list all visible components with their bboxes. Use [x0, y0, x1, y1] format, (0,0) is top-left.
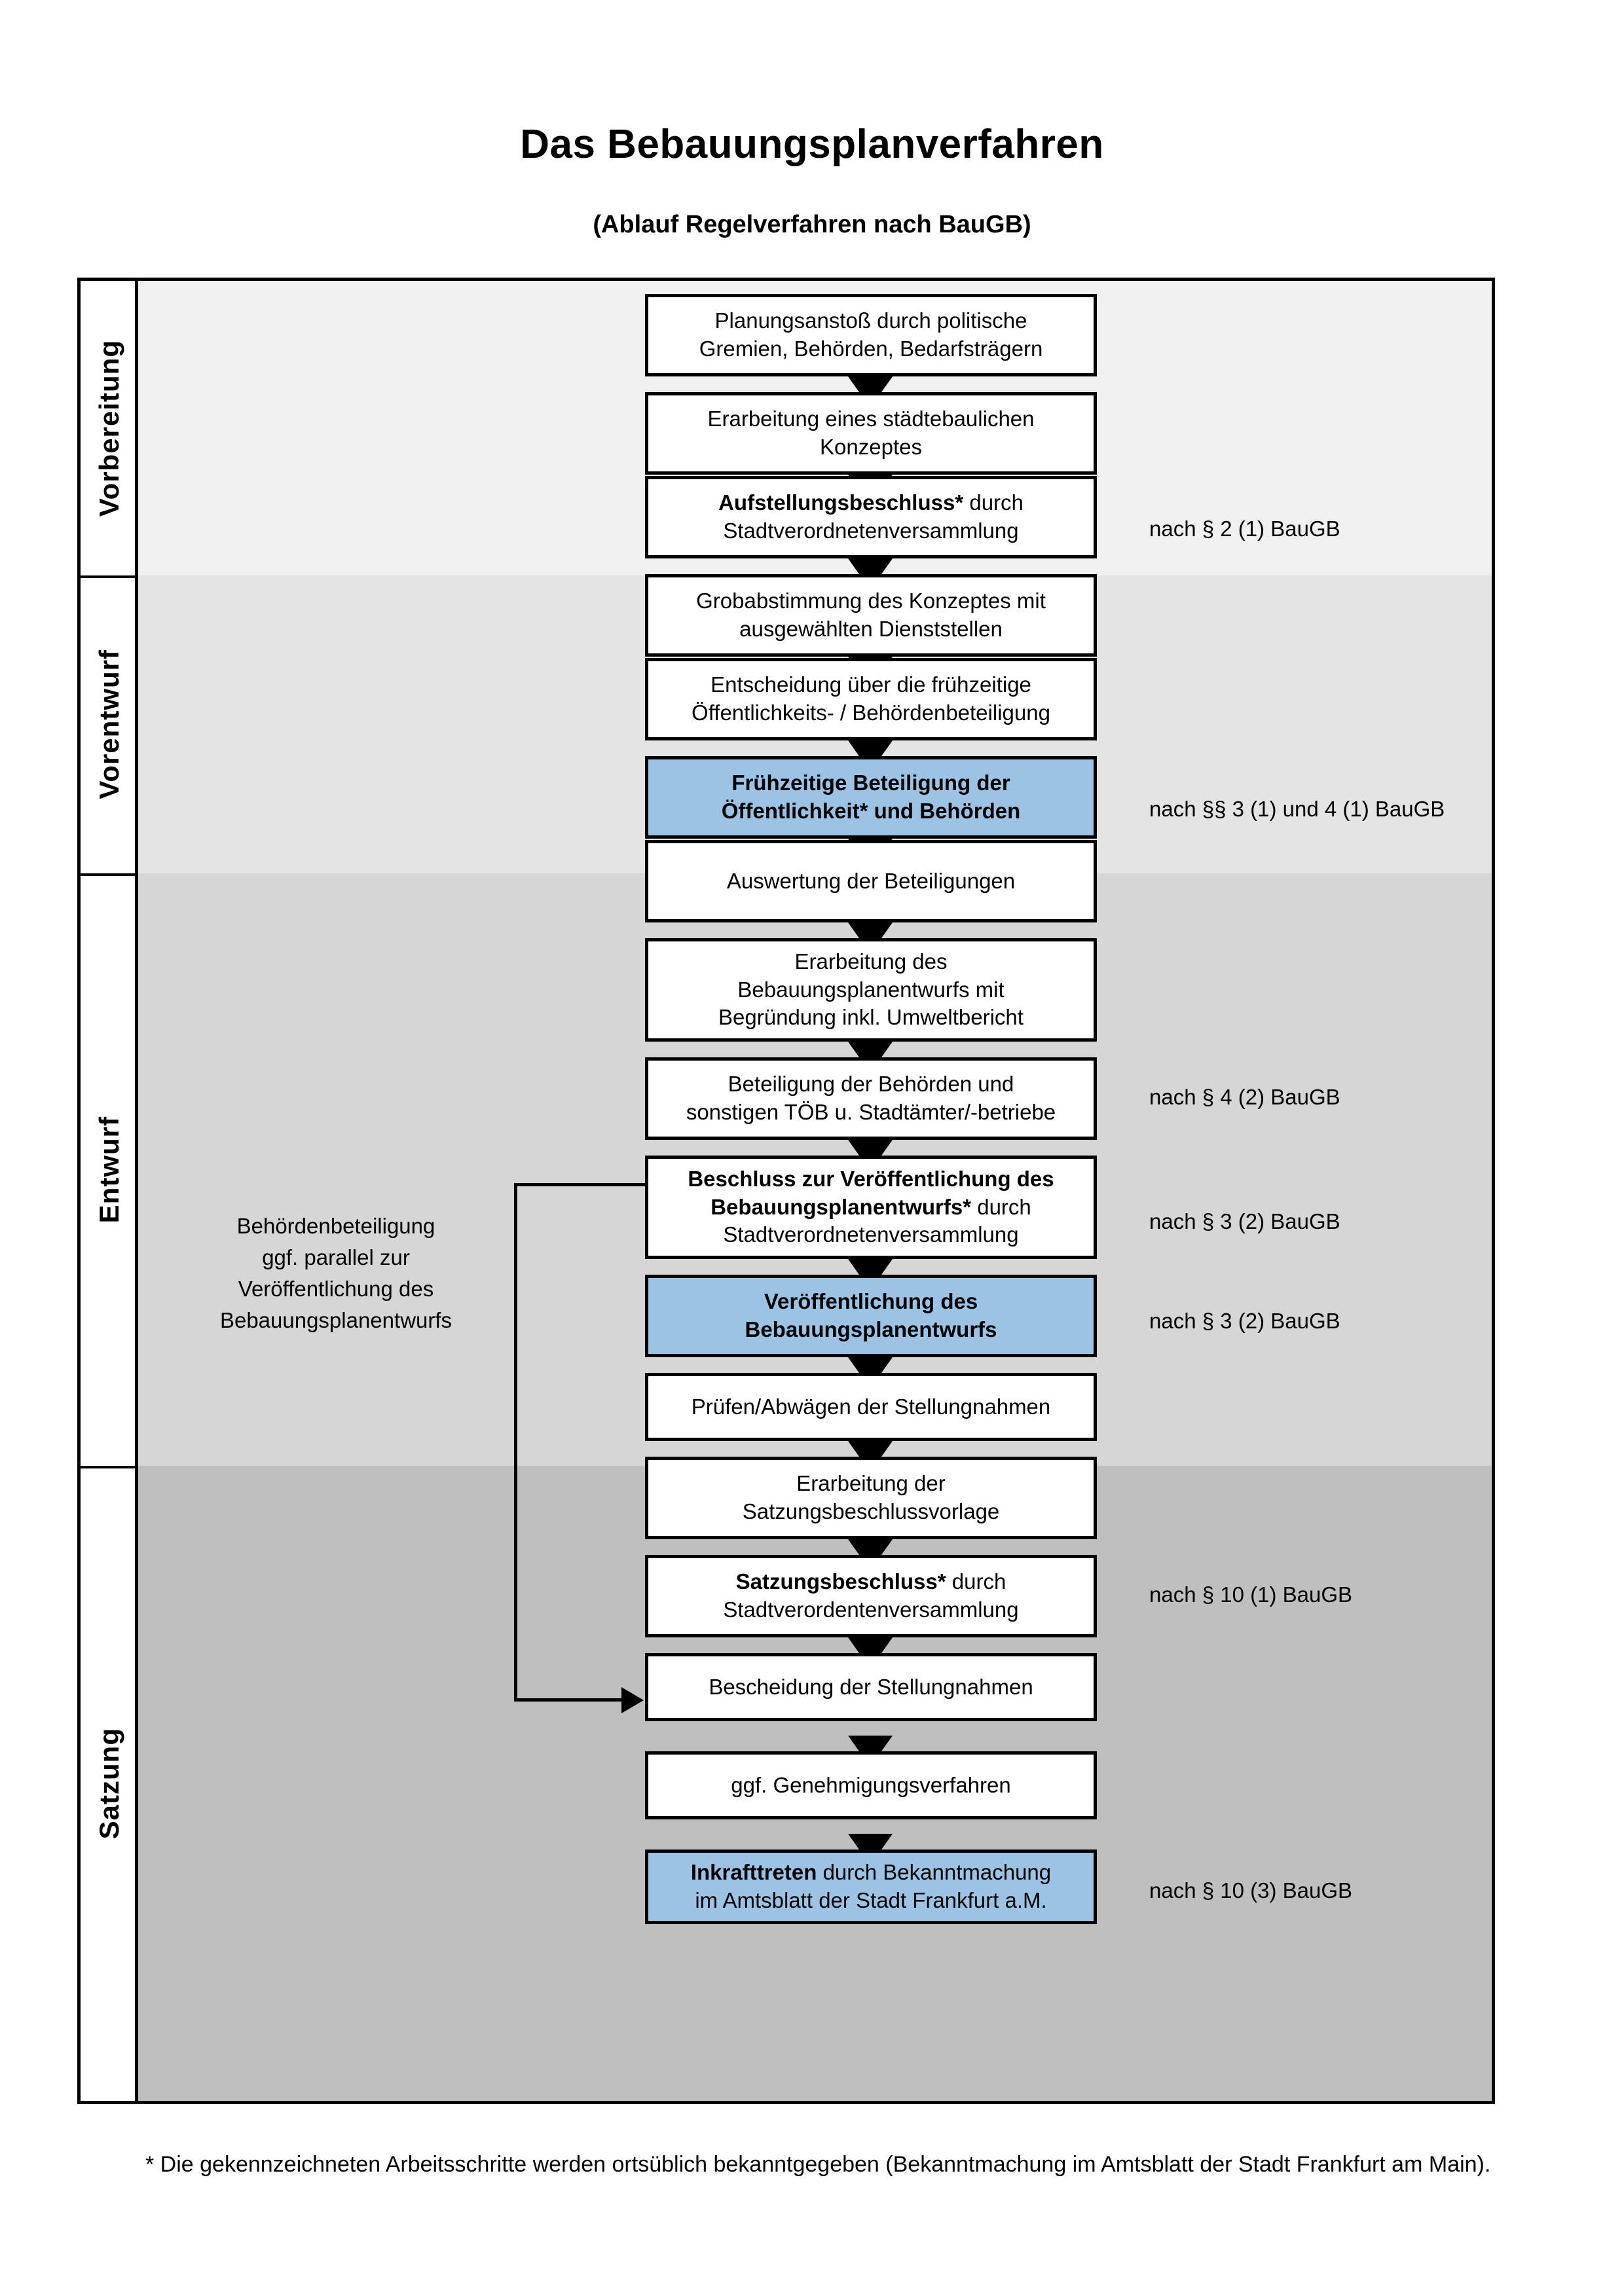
diagram-frame: Vorbereitung Vorentwurf Entwurf Satzung [77, 278, 1495, 2104]
step-line: Beteiligung der Behörden und [728, 1072, 1014, 1097]
step-box-bescheidung-stellungnahmen[interactable]: Bescheidung der Stellungnahmen [645, 1653, 1097, 1721]
step-box-erarbeitung-bebauungsplanentwurf[interactable]: Erarbeitung des Bebauungsplanentwurfs mi… [645, 938, 1097, 1042]
step-line: Gremien, Behörden, Bedarfsträgern [699, 337, 1043, 361]
bypass-connector-vertical-segment [514, 1183, 517, 1702]
law-reference-par3-1-4-1: nach §§ 3 (1) und 4 (1) BauGB [1149, 797, 1445, 821]
step-line: Stadtverordentenversammlung [723, 1597, 1019, 1622]
law-reference-par3-2-a: nach § 3 (2) BauGB [1149, 1209, 1340, 1233]
step-line: durch [963, 490, 1024, 515]
step-line: Auswertung der Beteiligungen [726, 868, 1016, 893]
side-note-line: ggf. parallel zur [262, 1245, 410, 1269]
step-box-genehmigungsverfahren[interactable]: ggf. Genehmigungsverfahren [645, 1751, 1097, 1819]
lane-divider [81, 873, 138, 876]
step-line: durch Bekanntmachung [817, 1860, 1052, 1885]
step-line: Konzeptes [820, 435, 922, 459]
side-note-line: Veröffentlichung des [238, 1276, 434, 1301]
step-line: Frühzeitige Beteiligung der [731, 771, 1010, 795]
side-note-line: Bebauungsplanentwurfs [219, 1307, 452, 1332]
step-line: Entscheidung über die frühzeitige [710, 672, 1031, 697]
step-box-pruefen-abwaegen[interactable]: Prüfen/Abwägen der Stellungnahmen [645, 1373, 1097, 1441]
step-bold-text: Bebauungsplanentwurfs* [710, 1194, 972, 1219]
phase-label-text: Vorentwurf [94, 649, 124, 799]
step-box-beteiligung-behoerden-toeb[interactable]: Beteiligung der Behörden und sonstigen TÖ… [645, 1057, 1097, 1140]
step-bold-text: Beschluss zur Veröffentlichung des [688, 1166, 1054, 1191]
step-box-satzungsbeschluss[interactable]: Satzungsbeschluss* durch Stadtverordente… [645, 1555, 1097, 1637]
step-bold-text: Inkrafttreten [690, 1860, 817, 1885]
step-box-beschluss-veroeffentlichung[interactable]: Beschluss zur Veröffentlichung des Bebau… [645, 1156, 1097, 1259]
side-note-behoerdenbeteiligung: Behördenbeteiligung ggf. parallel zur Ve… [166, 1211, 506, 1336]
step-line: durch [946, 1569, 1006, 1594]
lane-divider [81, 575, 138, 578]
step-box-aufstellungsbeschluss[interactable]: Aufstellungsbeschluss* durch Stadtverord… [645, 476, 1097, 558]
step-box-grobabstimmung[interactable]: Grobabstimmung des Konzeptes mit ausgewäh… [645, 574, 1097, 657]
step-bold-text: Satzungsbeschluss* [735, 1569, 946, 1594]
step-box-inkrafttreten[interactable]: Inkrafttreten durch Bekanntmachung im Am… [645, 1850, 1097, 1924]
bypass-connector-top-segment [514, 1183, 645, 1186]
step-line: Veröffentlichung des [764, 1289, 978, 1314]
step-line: Öffentlichkeit* und Behörden [721, 799, 1021, 823]
step-line: Prüfen/Abwägen der Stellungnahmen [691, 1394, 1051, 1419]
law-reference-par10-3: nach § 10 (3) BauGB [1149, 1878, 1353, 1903]
law-reference-par3-2-b: nach § 3 (2) BauGB [1149, 1309, 1340, 1333]
phase-label-column: Vorbereitung Vorentwurf Entwurf Satzung [81, 281, 138, 2101]
step-line: Stadtverordnetenversammlung [723, 519, 1019, 543]
footnote: * Die gekennzeichneten Arbeitsschritte w… [145, 2152, 1491, 2177]
step-line: Bescheidung der Stellungnahmen [709, 1674, 1033, 1699]
phase-label-entwurf: Entwurf [81, 873, 138, 1466]
phase-label-vorbereitung: Vorbereitung [81, 281, 138, 575]
step-line: Stadtverordnetenversammlung [723, 1222, 1019, 1247]
step-line: Satzungsbeschlussvorlage [742, 1499, 1000, 1523]
law-reference-par10-1: nach § 10 (1) BauGB [1149, 1582, 1353, 1607]
step-line: Begründung inkl. Umweltbericht [718, 1005, 1024, 1030]
step-box-auswertung-beteiligungen[interactable]: Auswertung der Beteiligungen [645, 840, 1097, 922]
phase-label-text: Satzung [94, 1727, 124, 1840]
phase-label-text: Vorbereitung [94, 339, 124, 517]
bypass-connector-bottom-segment [514, 1698, 624, 1702]
step-line: im Amtsblatt der Stadt Frankfurt a.M. [695, 1888, 1047, 1912]
step-line: durch [971, 1194, 1031, 1219]
step-line: ausgewählten Dienststellen [739, 617, 1003, 641]
step-line: Erarbeitung eines städtebaulichen [707, 407, 1035, 431]
phase-label-vorentwurf: Vorentwurf [81, 575, 138, 873]
page-subtitle: (Ablauf Regelverfahren nach BauGB) [593, 211, 1031, 238]
lane-divider [81, 1466, 138, 1468]
bypass-connector-arrowhead [621, 1687, 644, 1713]
step-line: Erarbeitung der [796, 1471, 946, 1496]
step-bold-text: Aufstellungsbeschluss* [718, 490, 964, 515]
step-line: Erarbeitung des [794, 949, 948, 974]
law-reference-par4-2: nach § 4 (2) BauGB [1149, 1085, 1340, 1109]
step-line: Öffentlichkeits- / Behördenbeteiligung [692, 701, 1050, 725]
phase-label-satzung: Satzung [81, 1466, 138, 2101]
step-line: Grobabstimmung des Konzeptes mit [696, 589, 1046, 613]
side-note-line: Behördenbeteiligung [236, 1214, 435, 1238]
step-line: Bebauungsplanentwurfs [745, 1317, 997, 1341]
page-title: Das Bebauungsplanverfahren [520, 122, 1104, 167]
phase-label-text: Entwurf [94, 1116, 124, 1224]
step-line: Planungsanstoß durch politische [714, 308, 1027, 333]
law-reference-par2-1: nach § 2 (1) BauGB [1149, 517, 1340, 541]
step-line: sonstigen TÖB u. Stadtämter/-betriebe [686, 1100, 1056, 1124]
step-line: Bebauungsplanentwurfs mit [737, 977, 1005, 1002]
step-line: ggf. Genehmigungsverfahren [731, 1772, 1011, 1797]
